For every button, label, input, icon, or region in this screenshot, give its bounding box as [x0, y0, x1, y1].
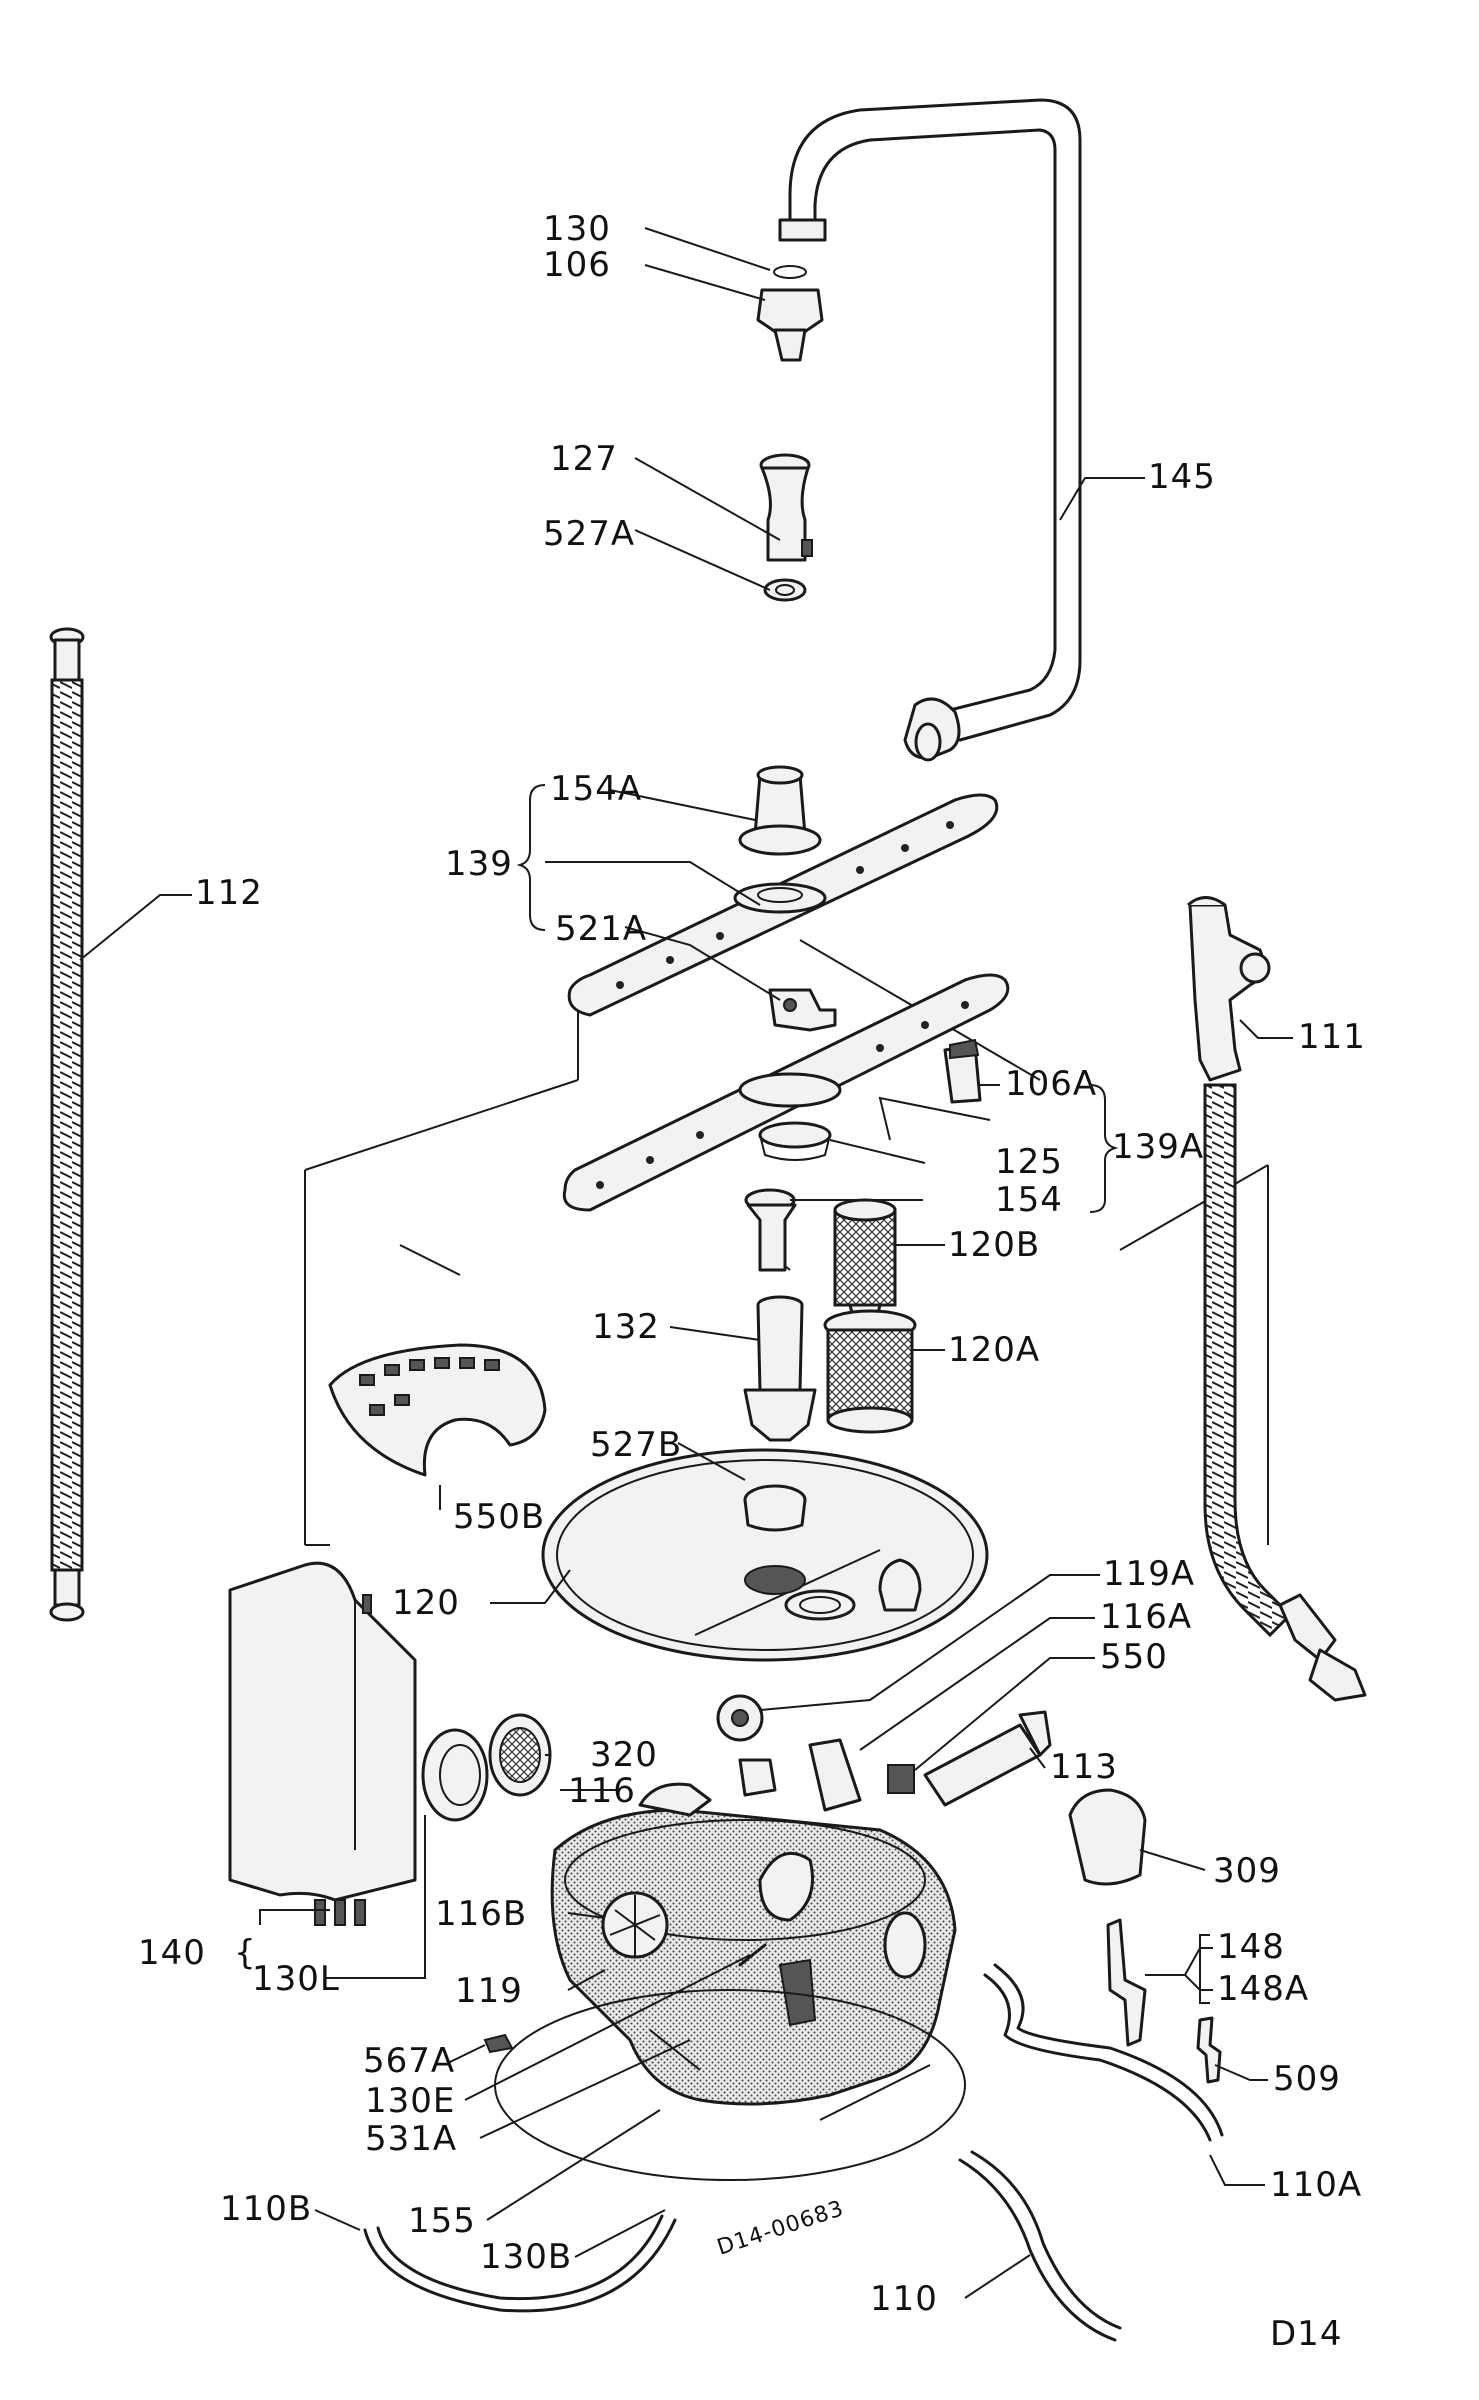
label-116a: 116A	[1100, 1597, 1192, 1637]
label-139a: 139A	[1112, 1127, 1204, 1167]
clip-106a	[943, 1038, 982, 1104]
bearing-125	[758, 1121, 832, 1161]
label-106: 106	[543, 245, 611, 285]
label-110: 110	[870, 2279, 938, 2319]
hose-110a	[983, 1963, 1224, 2142]
label-320: 320	[590, 1735, 658, 1775]
cap-309	[1068, 1788, 1147, 1886]
label-139: 139	[445, 844, 513, 884]
nut-106	[756, 265, 824, 362]
label-116: 116	[568, 1771, 636, 1811]
label-148: 148	[1217, 1927, 1285, 1967]
clip-521a	[768, 988, 837, 1032]
label-309: 309	[1213, 1851, 1281, 1891]
clip-567a	[483, 2033, 514, 2054]
heater-tube-113	[923, 1710, 1052, 1807]
label-110b: 110B	[220, 2189, 312, 2229]
label-148a: 148A	[1217, 1969, 1309, 2009]
label-527a: 527A	[543, 514, 635, 554]
disc-550b	[328, 1343, 547, 1477]
bracket-148	[1106, 1918, 1147, 2047]
label-112: 112	[195, 873, 263, 913]
seal-550	[887, 1764, 915, 1794]
label-509: 509	[1273, 2059, 1341, 2099]
label-113: 113	[1050, 1747, 1118, 1787]
sump-body-116	[550, 1738, 957, 2106]
label-132: 132	[592, 1307, 660, 1347]
diagram-code: D14	[1270, 2314, 1342, 2354]
pump-housing-140	[228, 1561, 417, 1926]
label-106a: 106A	[1005, 1064, 1097, 1104]
label-130b: 130B	[480, 2237, 572, 2277]
leader-lines	[79, 227, 1293, 2299]
label-111: 111	[1298, 1017, 1366, 1057]
disc-119a	[716, 1694, 764, 1742]
label-145: 145	[1148, 457, 1216, 497]
label-127: 127	[550, 439, 618, 479]
label-567a: 567A	[363, 2041, 455, 2081]
label-154a: 154A	[550, 769, 642, 809]
label-140: 140	[138, 1933, 206, 1973]
hose-111	[1187, 896, 1367, 1702]
label-155: 155	[408, 2201, 476, 2241]
upper-spray-arm	[567, 765, 999, 1017]
label-120a: 120A	[948, 1330, 1040, 1370]
hose-110b	[363, 2214, 677, 2313]
label-120: 120	[392, 1583, 460, 1623]
label-130l: 130L	[252, 1959, 340, 1999]
lower-spray-arm	[562, 973, 1010, 1212]
nozzle-154	[744, 1188, 797, 1272]
connector-127	[759, 453, 813, 602]
label-550: 550	[1100, 1637, 1168, 1677]
filter-120a	[823, 1309, 917, 1434]
rod-130e	[738, 1943, 767, 1967]
label-119: 119	[455, 1971, 523, 2011]
label-110a: 110A	[1270, 2165, 1362, 2205]
brace-140: {	[234, 1933, 257, 1973]
label-527b: 527B	[590, 1425, 682, 1465]
filter-cap-320	[488, 1713, 552, 1797]
label-550b: 550B	[453, 1497, 545, 1537]
upper-spray-pipe	[778, 98, 1082, 762]
sump-plate-120	[541, 1448, 989, 1662]
tube-132	[743, 1295, 817, 1442]
filter-120b	[833, 1198, 897, 1327]
label-119a: 119A	[1103, 1554, 1195, 1594]
ring-130l	[421, 1728, 489, 1822]
part-labels: 130 106 127 527A 145 112 154A 139 521A 1…	[138, 209, 1366, 2354]
label-125: 125	[995, 1142, 1063, 1182]
label-130: 130	[543, 209, 611, 249]
label-521a: 521A	[555, 909, 647, 949]
hose-110	[958, 2150, 1122, 2342]
hose-112	[49, 627, 85, 1622]
clip-509	[1196, 2016, 1222, 2084]
grouping-braces	[516, 784, 1210, 2004]
label-116b: 116B	[435, 1894, 527, 1934]
label-154: 154	[995, 1180, 1063, 1220]
drawing-reference: D14-00683	[714, 2196, 847, 2261]
label-531a: 531A	[365, 2119, 457, 2159]
label-130e: 130E	[365, 2081, 455, 2121]
label-120b: 120B	[948, 1225, 1040, 1265]
